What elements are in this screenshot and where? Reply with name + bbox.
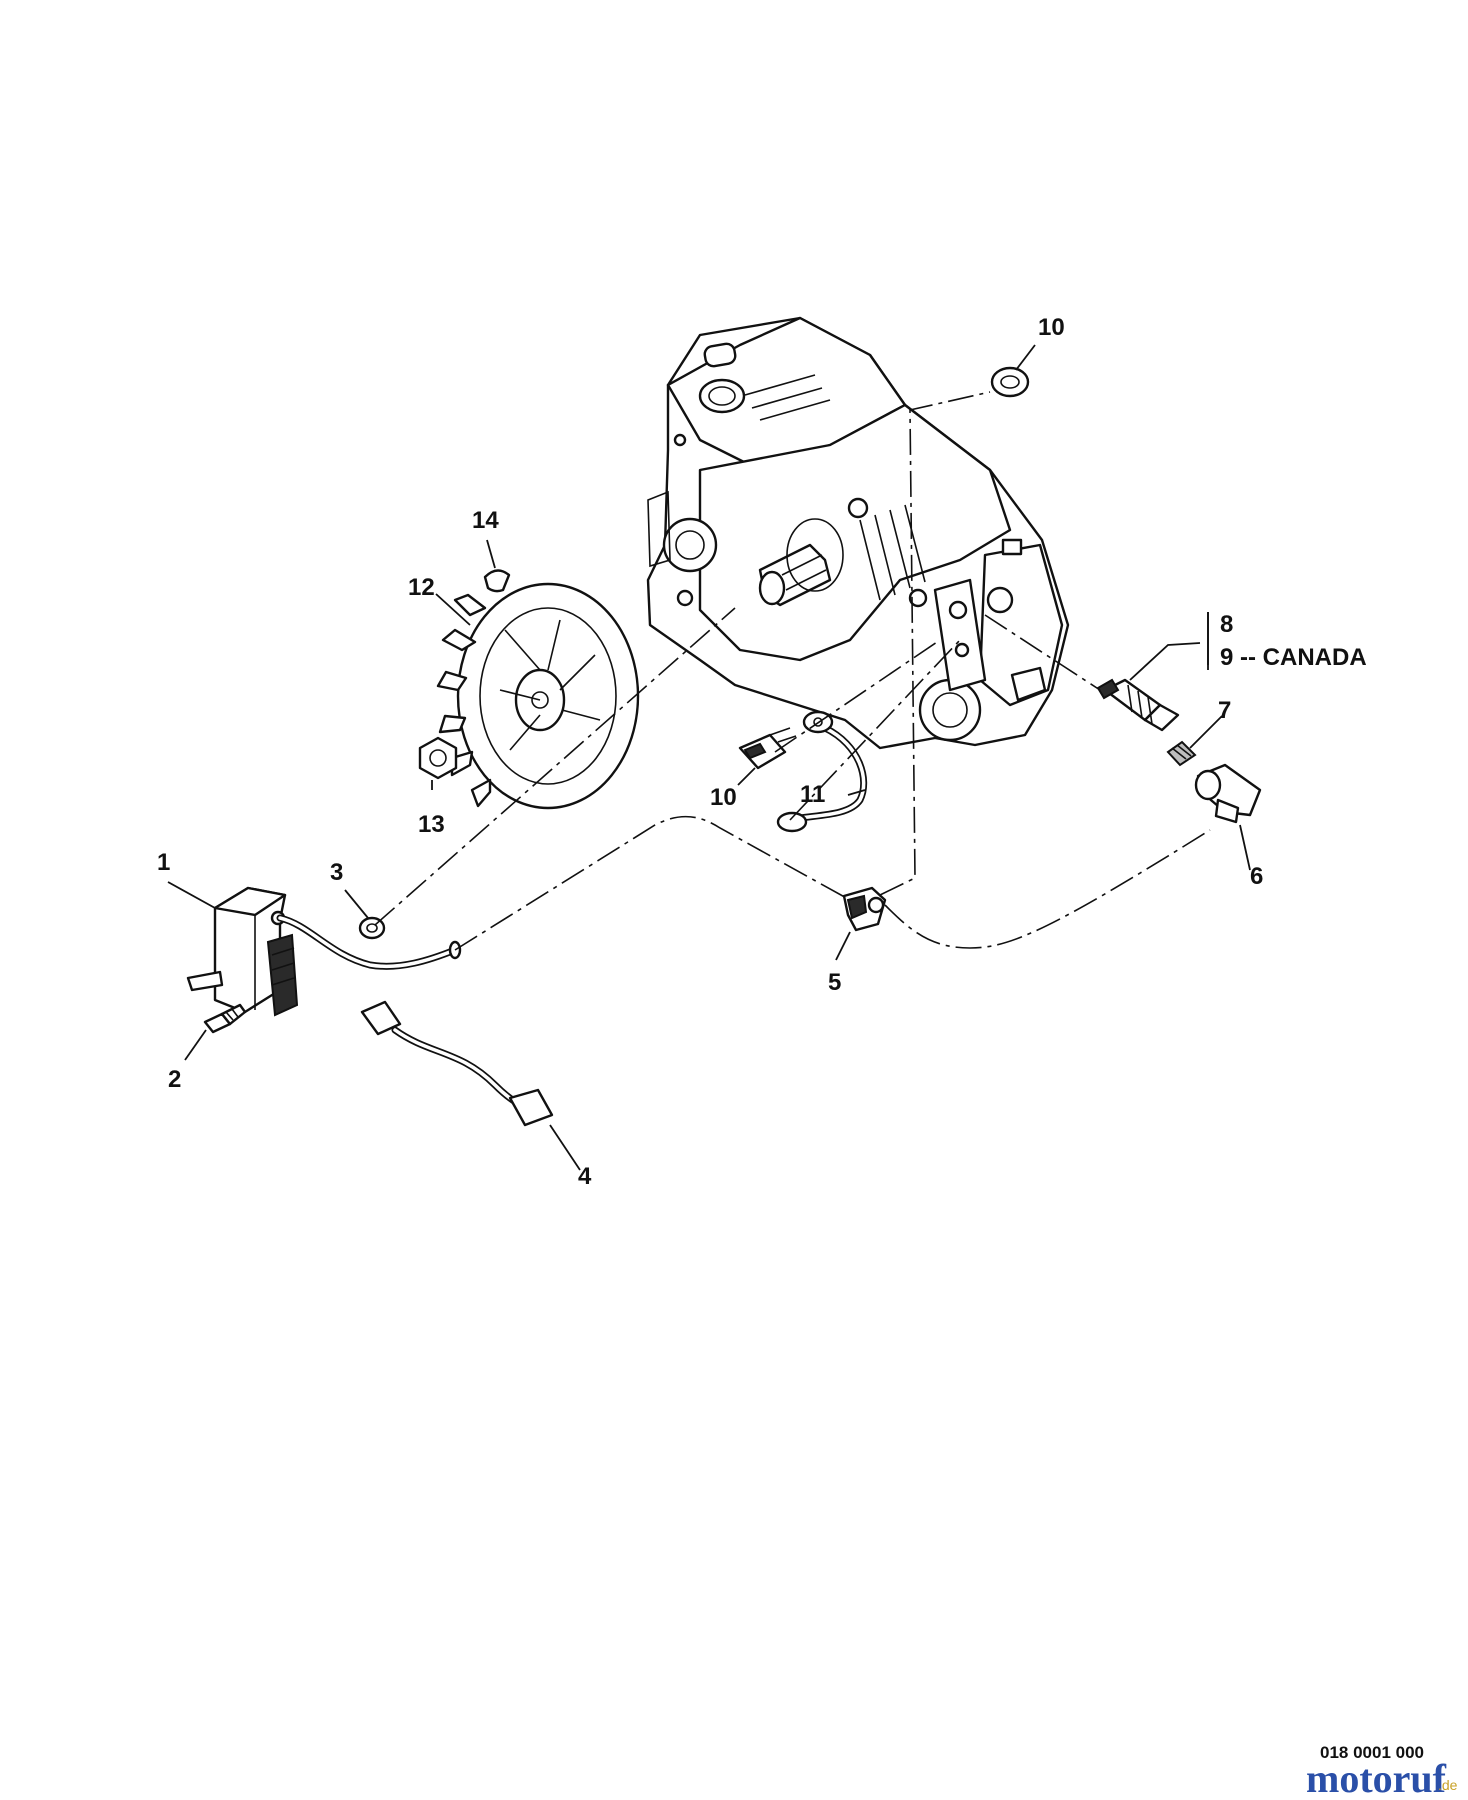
callout-13: 13 — [418, 811, 445, 838]
callout-10-lower: 10 — [710, 784, 737, 811]
engine-crankcase — [646, 316, 1070, 750]
watermark-logo: motoruf .de — [1306, 1756, 1458, 1800]
callout-1: 1 — [157, 849, 170, 876]
lead-clamp — [842, 886, 887, 932]
spark-plug — [1096, 678, 1180, 732]
callout-10-top: 10 — [1038, 314, 1065, 341]
flywheel — [436, 582, 640, 810]
watermark-suffix: .de — [1438, 1777, 1458, 1793]
ground-lead — [776, 710, 868, 833]
callout-5: 5 — [828, 969, 841, 996]
callout-8: 8 — [1220, 611, 1233, 638]
ignition-coil — [186, 886, 299, 1017]
callout-6: 6 — [1250, 863, 1263, 890]
woodruff-key — [483, 569, 511, 593]
terminal-spring — [1166, 740, 1197, 767]
grommet-top — [990, 366, 1030, 398]
callout-4: 4 — [578, 1163, 592, 1190]
callout-12: 12 — [408, 574, 435, 601]
callout-9: 9 -- CANADA — [1220, 644, 1367, 671]
callout-7: 7 — [1218, 697, 1231, 724]
plug-cap — [1194, 763, 1262, 824]
callout-14: 14 — [472, 507, 499, 534]
callout-11: 11 — [800, 781, 825, 808]
callout-3: 3 — [330, 859, 343, 886]
stop-switch — [738, 727, 797, 770]
reference-code: 018 0001 000 — [1320, 1743, 1424, 1762]
wire-harness — [360, 1000, 554, 1127]
flywheel-nut — [418, 736, 458, 780]
watermark-main: motoruf — [1306, 1756, 1447, 1800]
callout-2: 2 — [168, 1066, 181, 1093]
coil-screw — [203, 1003, 247, 1034]
